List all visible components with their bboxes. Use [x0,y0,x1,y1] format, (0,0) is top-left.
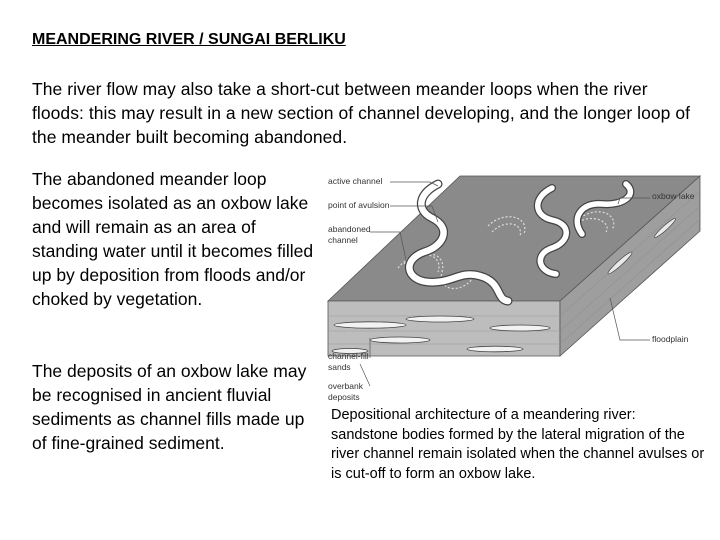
label-leader-lines [359,181,650,387]
label-abandoned-channel-line1: abandoned [328,224,371,234]
label-channel-fill-line1: channel-fill [328,351,369,361]
label-channel-fill-line2: sands [328,362,351,372]
active-channel-water [406,180,512,305]
intro-paragraph: The river flow may also take a short-cut… [32,79,691,147]
label-floodplain: floodplain [652,334,689,344]
oxbow-paragraph: The abandoned meander loop becomes isola… [32,169,314,309]
label-overbank-line1: overbank [328,381,364,391]
diagram-caption: Depositional architecture of a meanderin… [331,407,705,482]
page-title: MEANDERING RIVER / SUNGAI BERLIKU [32,31,346,48]
label-oxbow-lake: oxbow lake [652,191,695,201]
label-abandoned-channel-line2: channel [328,235,358,245]
label-active-channel: active channel [328,176,382,186]
side-face-lenses [607,218,676,275]
deposits-paragraph: The deposits of an oxbow lake may be rec… [32,361,307,453]
oxbow-lake-water [574,181,634,237]
meandering-river-block-diagram: active channel point of avulsion abandon… [326,175,702,402]
label-point-of-avulsion: point of avulsion [328,200,390,210]
block-side-face [559,175,701,357]
channel-fill-lenses [331,315,551,354]
secondary-channel-water [535,185,569,277]
label-overbank-line2: deposits [328,392,360,402]
